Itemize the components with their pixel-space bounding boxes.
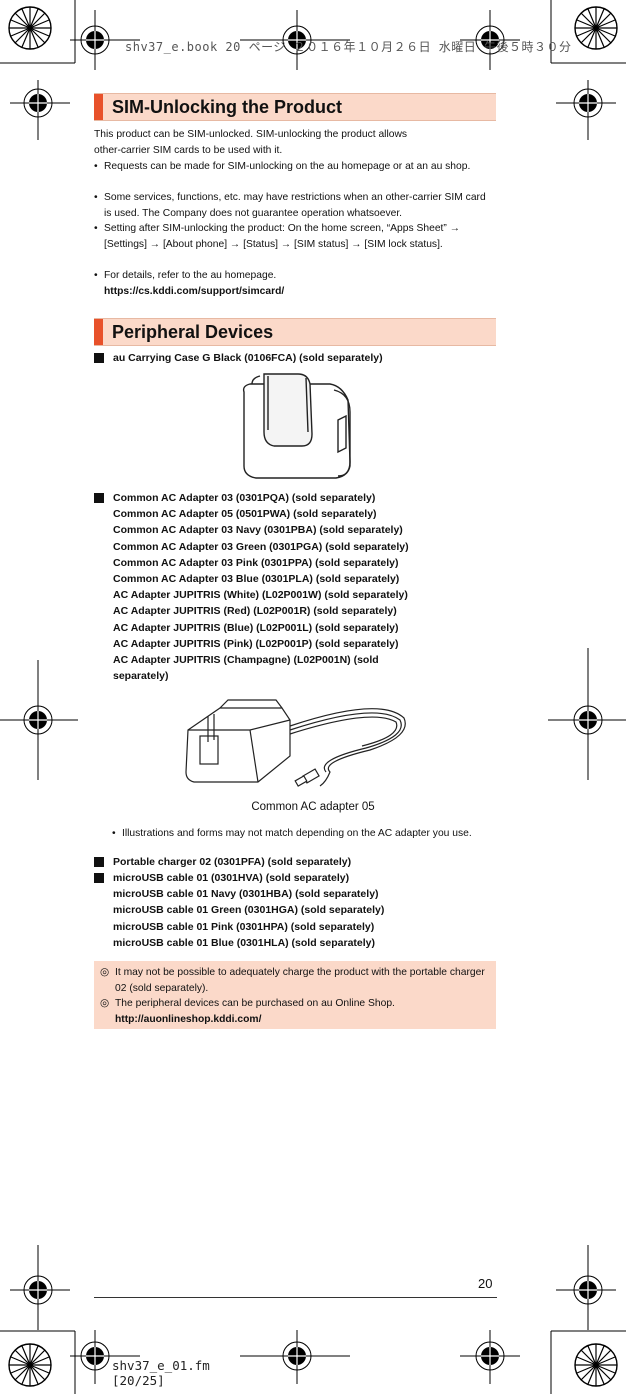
adapter-name: AC Adapter JUPITRIS (Red) (L02P001R) (so… bbox=[113, 605, 397, 618]
product-item-usb-cables: microUSB cable 01 (0301HVA) (sold separa… bbox=[94, 870, 494, 951]
page-number: 20 bbox=[478, 1276, 493, 1291]
adapter-name: AC Adapter JUPITRIS (Champagne) (L02P001… bbox=[113, 654, 379, 667]
notes-box: ◎ It may not be possible to adequately c… bbox=[94, 961, 496, 1029]
page-reference: [20/25] bbox=[112, 1373, 165, 1388]
product-label: au Carrying Case G Black (0106FCA) (sold… bbox=[113, 352, 383, 364]
adapter-name: Common AC Adapter 03 Pink (0301PPA) (sol… bbox=[113, 556, 399, 569]
intro-line-2: other-carrier SIM cards to be used with … bbox=[94, 145, 283, 156]
square-bullet-icon bbox=[94, 493, 104, 503]
adapter-name: Common AC Adapter 03 Blue (0301PLA) (sol… bbox=[113, 573, 400, 586]
note-item: ◎ It may not be possible to adequately c… bbox=[100, 965, 490, 996]
usb-cable-name: microUSB cable 01 Blue (0301HLA) (sold s… bbox=[113, 936, 376, 949]
adapter-name: separately) bbox=[113, 670, 169, 683]
usb-cable-name: microUSB cable 01 Pink (0301HPA) (sold s… bbox=[113, 920, 375, 933]
note-text: The peripheral devices can be purchased … bbox=[115, 998, 395, 1010]
adapter-list: Common AC Adapter 03 (0301PQA) (sold sep… bbox=[113, 490, 494, 684]
adapter-name: AC Adapter JUPITRIS (Blue) (L02P001L) (s… bbox=[113, 621, 399, 634]
bullet-item: Some services, functions, etc. may have … bbox=[94, 190, 494, 221]
double-circle-icon: ◎ bbox=[100, 998, 109, 1010]
print-header: shv37_e.book 20 ページ ２０１６年１０月２６日 水曜日 午後５時… bbox=[125, 40, 572, 54]
adapter-name: Common AC Adapter 03 Navy (0301PBA) (sol… bbox=[113, 524, 403, 537]
product-item-carrying-case: au Carrying Case G Black (0106FCA) (sold… bbox=[94, 350, 494, 366]
usb-cable-name: microUSB cable 01 Navy (0301HBA) (sold s… bbox=[113, 888, 379, 901]
adapter-caption: Common AC adapter 05 bbox=[251, 801, 375, 813]
bullet-item: For details, refer to the au homepage. h… bbox=[94, 268, 494, 299]
product-label: Portable charger 02 (0301PFA) (sold sepa… bbox=[113, 856, 352, 868]
intro-line-1: This product can be SIM-unlocked. SIM-un… bbox=[94, 129, 408, 140]
footer-divider bbox=[94, 1297, 497, 1298]
usb-cable-name: microUSB cable 01 Green (0301HGA) (sold … bbox=[113, 904, 385, 917]
section-title: SIM-Unlocking the Product bbox=[112, 97, 343, 117]
square-bullet-icon bbox=[94, 857, 104, 867]
bullet-item: Setting after SIM-unlocking the product:… bbox=[94, 221, 494, 252]
adapter-name: Common AC Adapter 05 (0501PWA) (sold sep… bbox=[113, 508, 377, 521]
simcard-url-link[interactable]: https://cs.kddi.com/support/simcard/ bbox=[104, 285, 285, 297]
section-heading-peripheral-devices: Peripheral Devices bbox=[94, 318, 496, 346]
bullet-text: For details, refer to the au homepage. bbox=[104, 270, 277, 281]
note-item: ◎ The peripheral devices can be purchase… bbox=[100, 996, 490, 1012]
usb-cable-list: microUSB cable 01 (0301HVA) (sold separa… bbox=[113, 870, 494, 951]
footer-file-info: shv37_e_01.fm [20/25] bbox=[112, 1358, 210, 1388]
double-circle-icon: ◎ bbox=[100, 967, 109, 978]
square-bullet-icon bbox=[94, 873, 104, 883]
product-item-ac-adapters: Common AC Adapter 03 (0301PQA) (sold sep… bbox=[94, 490, 494, 684]
section-title: Peripheral Devices bbox=[112, 322, 274, 342]
online-shop-url-link[interactable]: http://auonlineshop.kddi.com/ bbox=[115, 1013, 262, 1025]
adapter-note: Illustrations and forms may not match de… bbox=[112, 826, 496, 842]
adapter-name: AC Adapter JUPITRIS (White) (L02P001W) (… bbox=[113, 589, 408, 602]
file-name: shv37_e_01.fm bbox=[112, 1358, 210, 1373]
ac-adapter-illustration bbox=[185, 699, 406, 787]
product-item-portable-charger: Portable charger 02 (0301PFA) (sold sepa… bbox=[94, 854, 494, 870]
square-bullet-icon bbox=[94, 353, 104, 363]
adapter-name: AC Adapter JUPITRIS (Pink) (L02P001P) (s… bbox=[113, 637, 399, 650]
adapter-name: Common AC Adapter 03 (0301PQA) (sold sep… bbox=[113, 492, 376, 504]
carrying-case-illustration bbox=[242, 373, 351, 479]
usb-cable-name: microUSB cable 01 (0301HVA) (sold separa… bbox=[113, 872, 350, 884]
bullet-item: Requests can be made for SIM-unlocking o… bbox=[94, 159, 494, 175]
section-heading-sim-unlocking: SIM-Unlocking the Product bbox=[94, 93, 496, 121]
adapter-name: Common AC Adapter 03 Green (0301PGA) (so… bbox=[113, 540, 409, 553]
note-text: It may not be possible to adequately cha… bbox=[115, 967, 485, 994]
